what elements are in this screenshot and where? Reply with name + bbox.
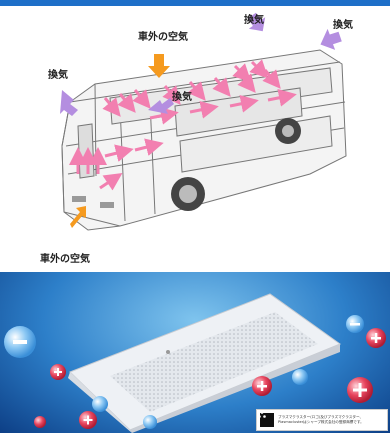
ion-bubbles bbox=[4, 315, 386, 429]
trademark-line-2: Plasmaclusterはシャープ株式会社の登録商標です。 bbox=[278, 420, 364, 424]
plus-ion-icon bbox=[34, 416, 46, 428]
plus-ion-icon bbox=[366, 328, 386, 348]
label-outside-air-bottom: 車外の空気 bbox=[40, 254, 90, 265]
bus-airflow-diagram: 換気 換気 換気 換気 車外の空気 車外の空気 bbox=[0, 6, 390, 268]
plus-ion-icon bbox=[347, 377, 373, 403]
minus-ion-icon bbox=[4, 326, 36, 358]
minus-ion-icon bbox=[346, 315, 364, 333]
trademark-caption: プラズマクラスター(ロゴ)及びプラズマクラスター、 Plasmaclusterは… bbox=[256, 409, 388, 431]
label-exhaust-top-center: 換気 bbox=[244, 15, 264, 26]
trademark-line-1: プラズマクラスター(ロゴ)及びプラズマクラスター、 bbox=[278, 415, 364, 419]
minus-ion-icon bbox=[143, 415, 157, 429]
plus-ion-icon bbox=[79, 411, 97, 429]
internal-airflow-arrows bbox=[69, 59, 297, 191]
label-outside-air-top: 車外の空気 bbox=[138, 32, 188, 43]
label-exhaust-top-right: 換気 bbox=[333, 20, 353, 31]
minus-ion-icon bbox=[92, 396, 108, 412]
bus-illustration bbox=[60, 12, 347, 231]
plasmacluster-logo bbox=[258, 411, 274, 427]
air-purifier-panel: プラズマクラスター(ロゴ)及びプラズマクラスター、 Plasmaclusterは… bbox=[0, 272, 390, 433]
plus-ion-icon bbox=[50, 364, 66, 380]
bus-wheels bbox=[171, 118, 301, 211]
purifier-illustration bbox=[68, 293, 342, 433]
intake-arrows bbox=[70, 54, 170, 228]
trademark-text: プラズマクラスター(ロゴ)及びプラズマクラスター、 Plasmaclusterは… bbox=[278, 415, 364, 425]
ceiling-purifier-unit bbox=[68, 293, 342, 433]
top-color-band bbox=[0, 0, 390, 6]
exhaust-arrows bbox=[60, 12, 342, 116]
headlight bbox=[72, 196, 86, 202]
plus-ion-icon bbox=[252, 376, 272, 396]
label-exhaust-left: 換気 bbox=[48, 70, 68, 81]
headlight bbox=[100, 202, 114, 208]
minus-ion-icon bbox=[292, 369, 308, 385]
label-exhaust-middle: 換気 bbox=[172, 92, 192, 103]
